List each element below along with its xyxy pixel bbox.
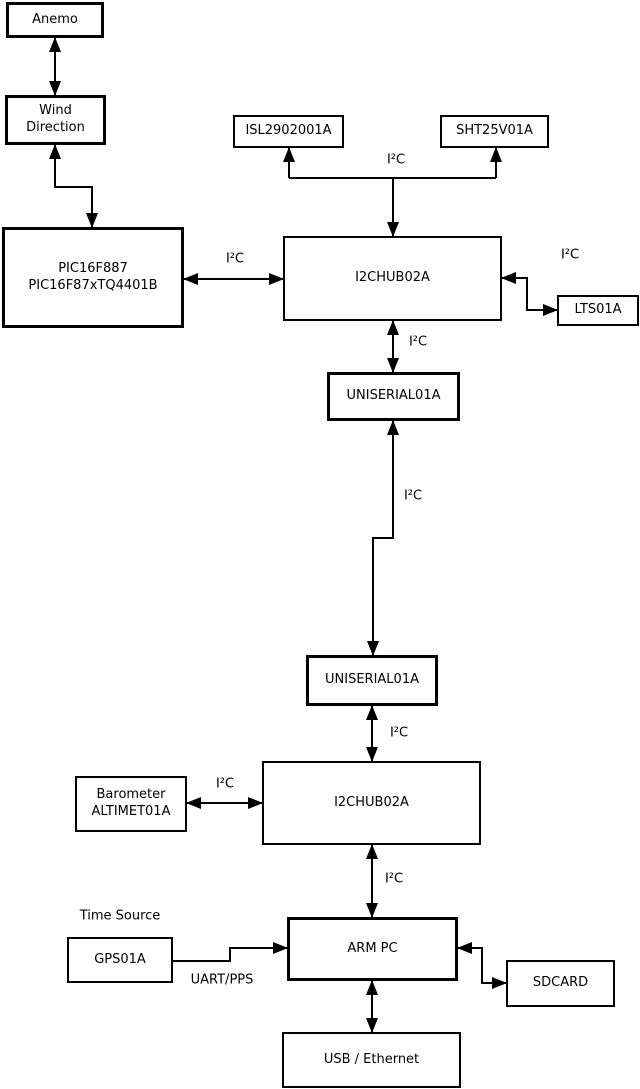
node-lts01a: LTS01A bbox=[557, 295, 639, 326]
node-sdcard: SDCARD bbox=[506, 960, 615, 1007]
node-i2chub-1: I2CHUB02A bbox=[283, 236, 502, 321]
edge-label-sensor-bus-to-sensor-bus: I²C bbox=[386, 152, 406, 168]
node-arm-pc: ARM PC bbox=[287, 917, 458, 981]
edge-label-uniserial-2-to-i2chub-2: I²C bbox=[389, 725, 409, 741]
edge-label-gps01a-to-arm-pc: UART/PPS bbox=[190, 972, 254, 988]
edge-label-pic-to-i2chub-1: I²C bbox=[225, 251, 245, 267]
node-wind-direction: Wind Direction bbox=[5, 95, 106, 145]
node-barometer: Barometer ALTIMET01A bbox=[75, 776, 187, 832]
node-isl2902001a: ISL2902001A bbox=[233, 115, 344, 148]
edge-label-uniserial-1-to-uniserial-2: I²C bbox=[403, 488, 423, 504]
node-gps01a: GPS01A bbox=[67, 937, 173, 983]
edge-i2chub-1-to-lts01a bbox=[502, 277, 558, 316]
edge-label-i2chub-1-to-uniserial-1: I²C bbox=[408, 334, 428, 350]
node-uniserial-2: UNISERIAL01A bbox=[306, 655, 438, 706]
node-sht25v01a: SHT25V01A bbox=[440, 115, 549, 148]
edge-label-i2chub-1-to-lts01a: I²C bbox=[560, 247, 580, 263]
node-usb-ethernet: USB / Ethernet bbox=[282, 1032, 461, 1088]
edge-gps01a-to-arm-pc bbox=[173, 942, 288, 962]
edge-label-i2chub-2-to-arm-pc: I²C bbox=[384, 871, 404, 887]
time-source-label: Time Source bbox=[79, 908, 161, 924]
edge-label-barometer-to-i2chub-2: I²C bbox=[215, 776, 235, 792]
edge-wind-direction-to-pic bbox=[54, 145, 98, 228]
node-i2chub-2: I2CHUB02A bbox=[262, 761, 481, 845]
node-pic: PIC16F887 PIC16F87xTQ4401B bbox=[2, 227, 184, 328]
node-anemo: Anemo bbox=[6, 2, 104, 38]
node-uniserial-1: UNISERIAL01A bbox=[327, 372, 460, 421]
edge-arm-pc-to-sdcard bbox=[458, 947, 507, 989]
edge-uniserial-1-to-uniserial-2 bbox=[367, 421, 394, 656]
